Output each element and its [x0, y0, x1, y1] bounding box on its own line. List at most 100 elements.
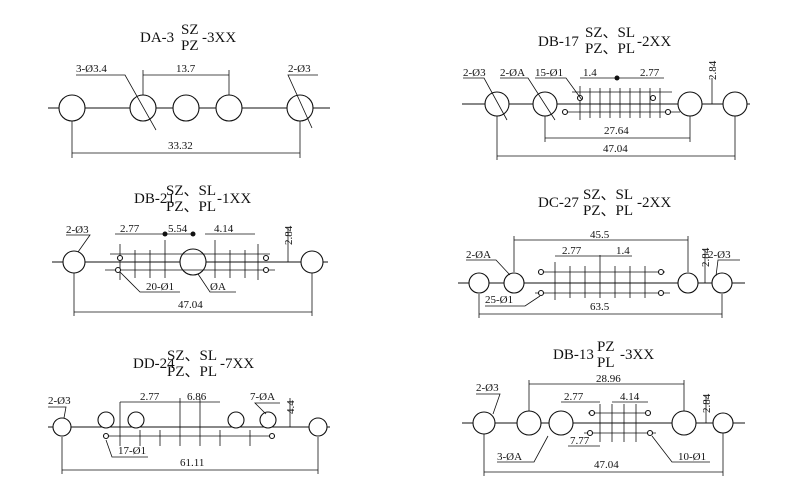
db21-pin-field [105, 231, 275, 280]
db21-label-20-d1: 20-Ø1 [146, 281, 174, 293]
da3-hole [286, 94, 314, 122]
da3-title-top: SZ [181, 22, 199, 38]
dc27-pin-field [535, 255, 670, 300]
db13-title-top: PZ [597, 339, 615, 355]
dc27-title-suffix: -2XX [637, 195, 671, 211]
db17-dim-2-84: 2.84 [707, 60, 719, 80]
db17-dim-47-04: 47.04 [603, 143, 628, 155]
db17-mount-hole [722, 91, 748, 117]
db13-title-bottom: PL [597, 355, 615, 371]
db17-label-2-da: 2-ØA [500, 67, 525, 79]
dd24-a-hole [127, 411, 145, 429]
dd24-title-suffix: -7XX [220, 356, 254, 372]
dc27-dim-45-5: 45.5 [590, 229, 610, 241]
da3-dim-33-32: 33.32 [168, 140, 193, 152]
dd24-dim-61-11: 61.11 [180, 457, 204, 469]
dd24-dim-6-86: 6.86 [187, 391, 207, 403]
drawing-da3: DA-3 SZ PZ -3XX 13.7 3-Ø3.4 2-Ø3 33.32 [48, 22, 330, 158]
dc27-title-bottom: PZ、PL [583, 203, 633, 219]
db17-label-2-d3: 2-Ø3 [463, 67, 486, 79]
dc27-label-25-d1: 25-Ø1 [485, 294, 513, 306]
db13-label-10-d1: 10-Ø1 [678, 451, 706, 463]
dc27-title-prefix: DC-27 [538, 195, 579, 211]
db21-dim-47-04: 47.04 [178, 299, 203, 311]
dc27-mount-hole [711, 272, 733, 294]
db17-title-top: SZ、SL [585, 25, 635, 41]
dc27-label-2-d3: 2-Ø3 [708, 249, 731, 261]
db13-dim-47-04: 47.04 [594, 459, 619, 471]
da3-hole [215, 94, 243, 122]
da3-label-3-d3-4: 3-Ø3.4 [76, 63, 107, 75]
dd24-label-17-d1: 17-Ø1 [118, 445, 146, 457]
dd24-mount-hole [52, 417, 72, 437]
dc27-dim-2-77: 2.77 [562, 245, 582, 257]
dc27-mount-hole [468, 272, 490, 294]
drawing-db21: DB-21 SZ、SL PZ、PL -1XX 2-Ø3 [52, 183, 328, 316]
db17-title-prefix: DB-17 [538, 34, 579, 50]
da3-title-suffix: -3XX [202, 30, 236, 46]
dc27-dim-2-84: 2.84 [700, 247, 712, 267]
db13-a-hole [548, 410, 574, 436]
db21-a-hole [179, 248, 207, 276]
dd24-a-hole [259, 411, 277, 429]
da3-label-2-d3: 2-Ø3 [288, 63, 311, 75]
db17-a-hole [677, 91, 703, 117]
db17-label-15-d1: 15-Ø1 [535, 67, 563, 79]
db21-mount-hole [62, 250, 86, 274]
dd24-pin-field [102, 398, 276, 446]
db17-dim-27-64: 27.64 [604, 125, 629, 137]
da3-hole [172, 94, 200, 122]
db21-title-bottom: PZ、PL [166, 199, 216, 215]
da3-hole [58, 94, 86, 122]
db13-pin-field [584, 404, 656, 442]
db13-label-2-d3: 2-Ø3 [476, 382, 499, 394]
db21-dim-2-84: 2.84 [283, 225, 295, 245]
db21-title-suffix: -1XX [217, 191, 251, 207]
db21-dim-2-77: 2.77 [120, 223, 140, 235]
dd24-dim-4-4: 4.4 [285, 400, 297, 414]
db21-dim-5-54: 5.54 [168, 223, 188, 235]
dc27-a-hole [503, 272, 525, 294]
db21-mount-hole [300, 250, 324, 274]
db13-a-hole [671, 410, 697, 436]
dd24-mount-hole [308, 417, 328, 437]
drawing-db17: DB-17 SZ、SL PZ、PL -2XX 2 [462, 25, 750, 160]
db13-mount-hole [472, 411, 496, 435]
da3-hole [129, 94, 157, 122]
db13-label-3-da: 3-ØA [497, 451, 522, 463]
dd24-label-2-d3: 2-Ø3 [48, 395, 71, 407]
db13-dim-2-77: 2.77 [564, 391, 584, 403]
da3-title-bottom: PZ [181, 38, 199, 54]
drawing-dc27: DC-27 SZ、SL PZ、PL -2XX 45.5 2.7 [458, 187, 745, 318]
db21-label-2-d3: 2-Ø3 [66, 224, 89, 236]
dd24-title-bottom: PZ、PL [167, 364, 217, 380]
dc27-label-2-da: 2-ØA [466, 249, 491, 261]
db17-dim-2-77: 2.77 [640, 67, 660, 79]
dd24-a-hole [227, 411, 245, 429]
dd24-a-hole [97, 411, 115, 429]
da3-title-prefix: DA-3 [140, 30, 174, 46]
db13-dim-4-14: 4.14 [620, 391, 640, 403]
db13-dim-28-96: 28.96 [596, 373, 621, 385]
drawing-dd24: DD-24 SZ、SL PZ、PL -7XX 2-Ø3 2.77 6.86 7 [48, 348, 330, 474]
db13-mount-hole [712, 412, 734, 434]
db21-title-top: SZ、SL [166, 183, 216, 199]
dc27-dim-63-5: 63.5 [590, 301, 610, 313]
db13-a-hole [516, 410, 542, 436]
db13-dim-2-84: 2.84 [701, 393, 713, 413]
db17-title-suffix: -2XX [637, 34, 671, 50]
db21-label-da: ØA [210, 281, 226, 293]
db17-mount-hole [484, 91, 510, 117]
dd24-title-prefix: DD-24 [133, 356, 175, 372]
dc27-title-top: SZ、SL [583, 187, 633, 203]
dd24-label-7-da: 7-ØA [250, 391, 275, 403]
dc27-a-hole [677, 272, 699, 294]
dd24-dim-2-77: 2.77 [140, 391, 160, 403]
db17-pin-field [561, 75, 680, 120]
db21-title-prefix: DB-21 [134, 191, 175, 207]
db17-dim-1-4: 1.4 [583, 67, 597, 79]
db13-dim-7-77: 7.77 [570, 435, 590, 447]
dd24-title-top: SZ、SL [167, 348, 217, 364]
db13-title-prefix: DB-13 [553, 347, 594, 363]
